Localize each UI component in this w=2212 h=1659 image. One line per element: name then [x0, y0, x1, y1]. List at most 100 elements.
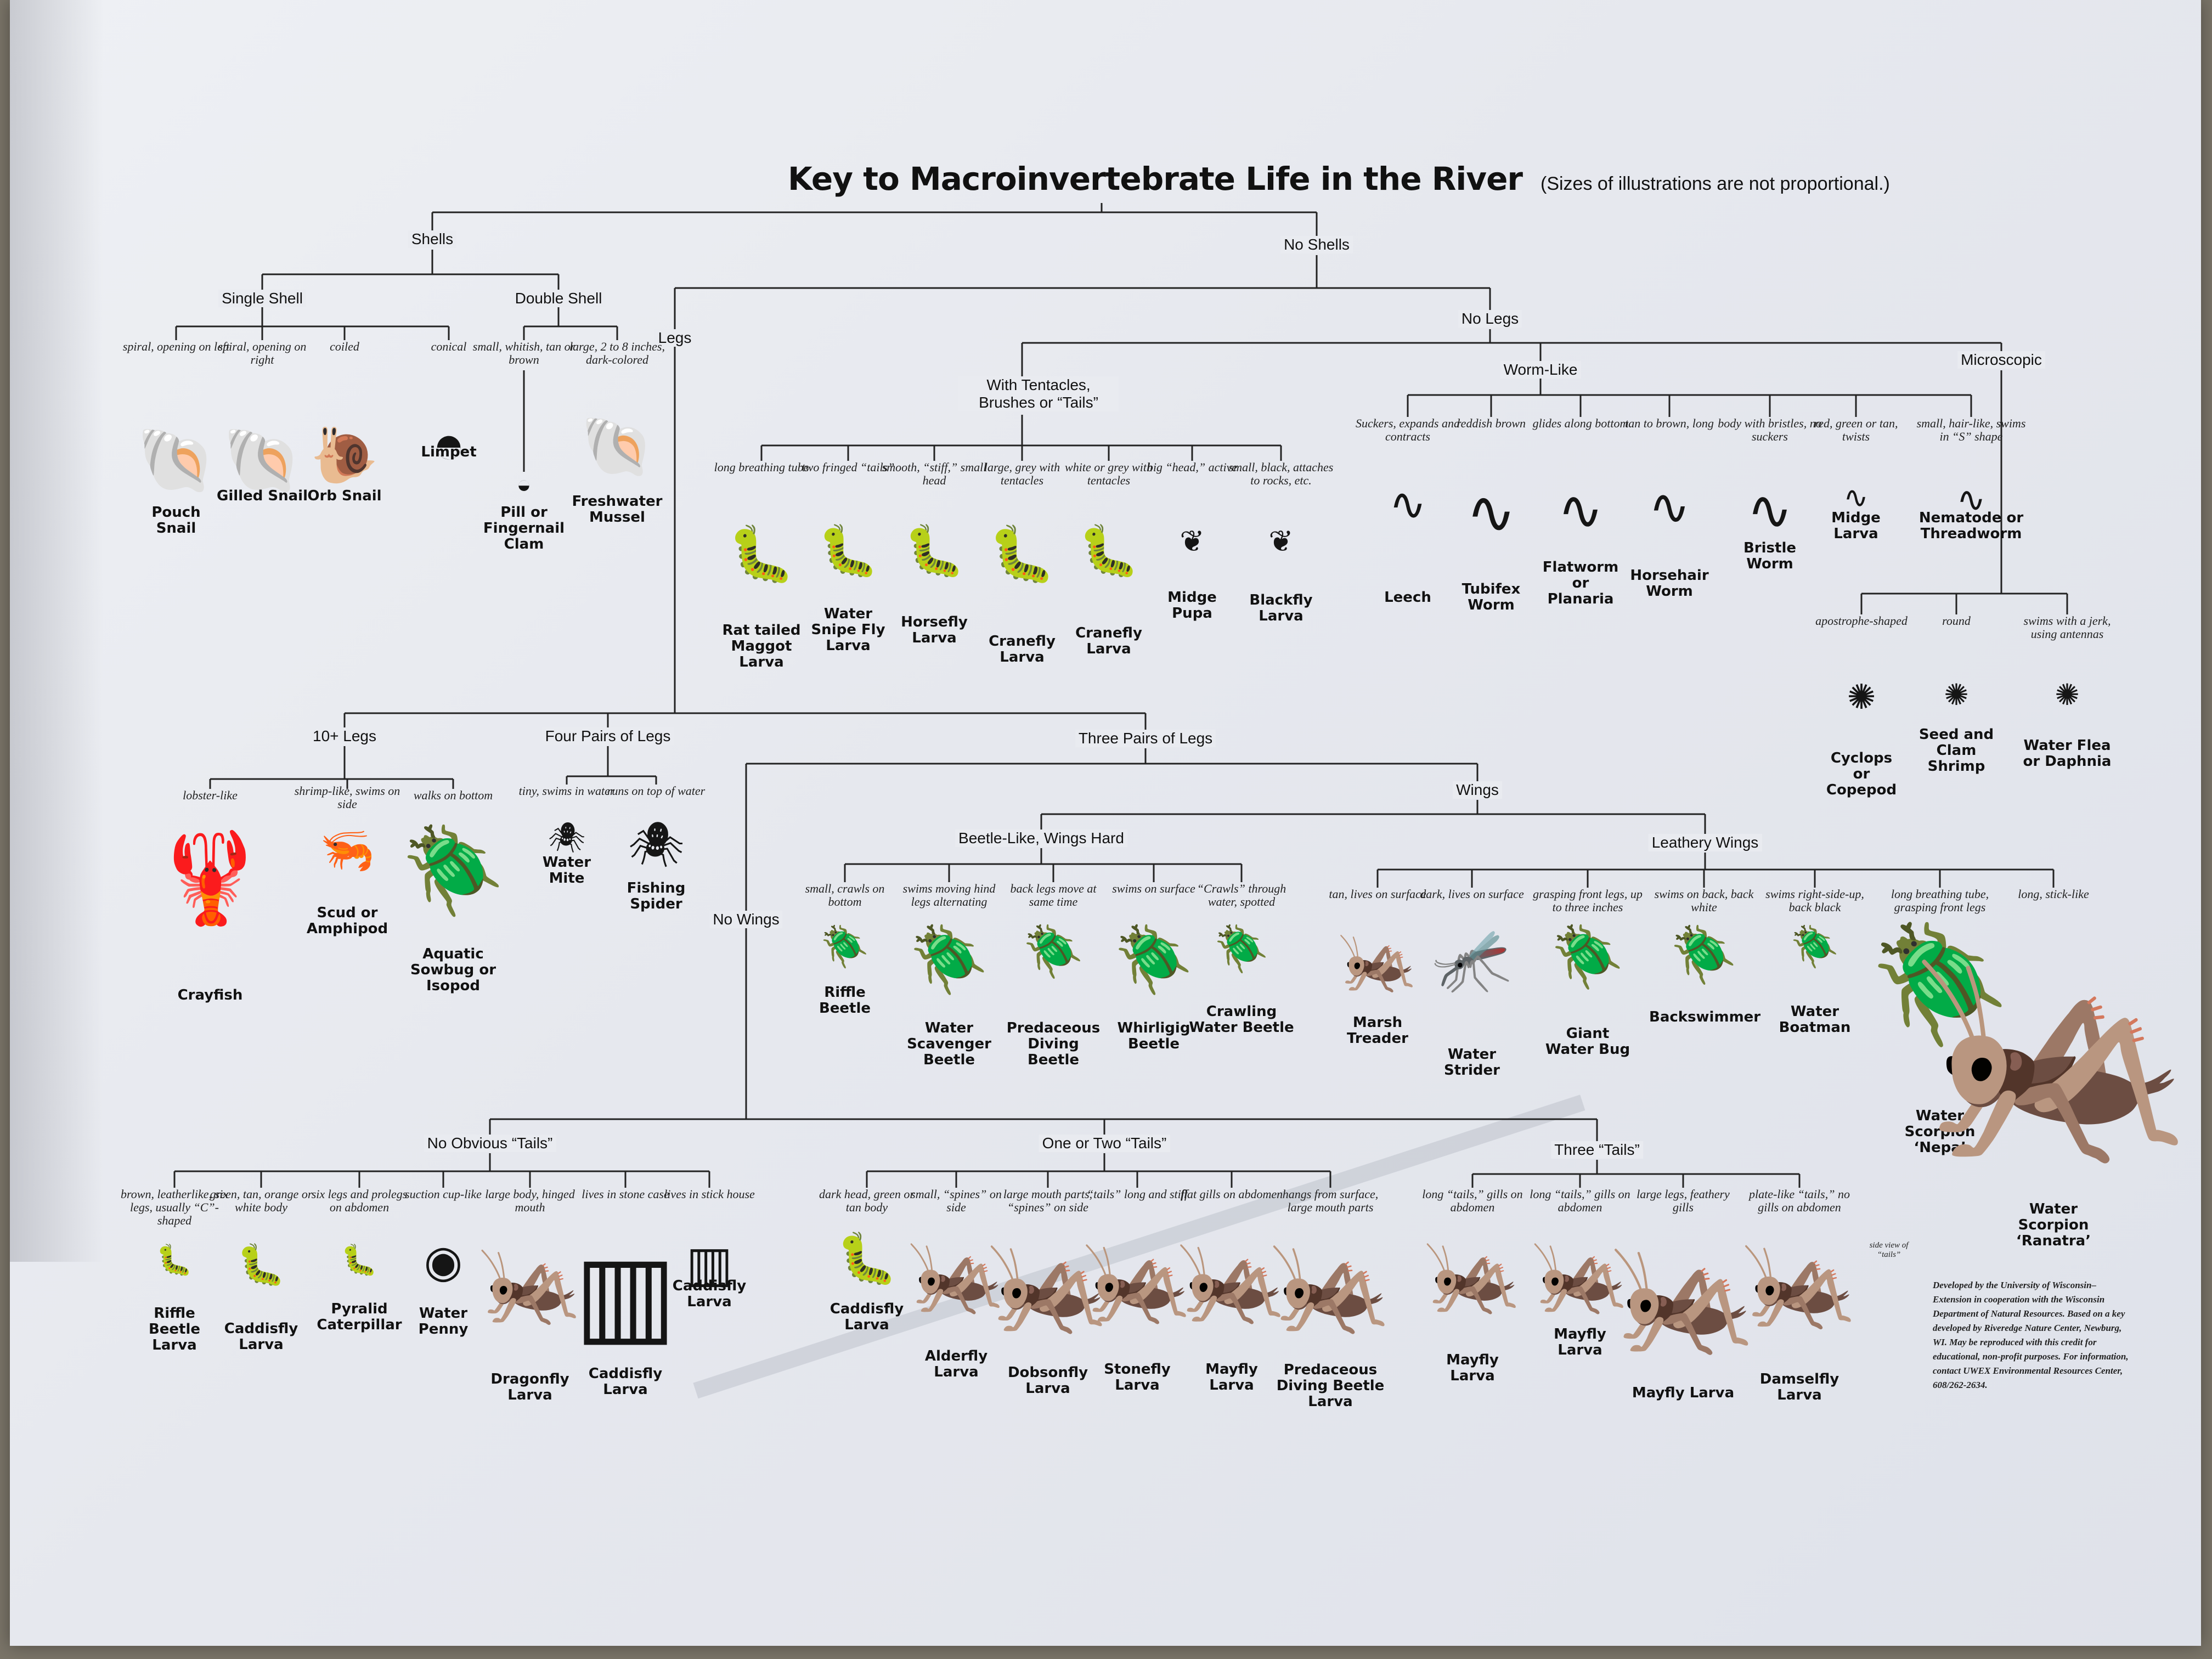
organism-name: Midge Pupa: [1167, 589, 1217, 622]
organism-description: two fringed “tails”: [802, 460, 895, 474]
organism-description: small, “spines” on side: [911, 1187, 1002, 1214]
organism-name: Stonefly Larva: [1104, 1361, 1171, 1393]
organism-description: long breathing tube, grasping front legs: [1891, 887, 1989, 914]
branch-single-shell: Single Shell: [218, 290, 306, 307]
organism-name: Flatworm or Planaria: [1542, 559, 1619, 607]
organism-name: Pill or Fingernail Clam: [483, 504, 565, 552]
organism-description: “tails” long and stiff: [1087, 1187, 1188, 1201]
organism-description: body with bristles, no suckers: [1718, 416, 1822, 443]
organism-name: Water Scavenger Beetle: [907, 1020, 991, 1068]
branch-shells: Shells: [408, 230, 457, 248]
organism-description: green, tan, orange or white body: [210, 1187, 313, 1214]
organism-name: Blackfly Larva: [1249, 592, 1313, 624]
organism-name: Predaceous Diving Beetle Larva: [1276, 1362, 1385, 1410]
organism-name: Cranefly Larva: [989, 633, 1056, 665]
organism-name: Scud or Amphipod: [306, 905, 388, 937]
worm-icon: ∿: [1843, 481, 1869, 514]
snail-icon: 🐌: [311, 425, 379, 486]
organism-description: round: [1942, 614, 1971, 628]
organism-description: flat gills on abdomen: [1180, 1187, 1283, 1201]
organism-description: long, stick-like: [2018, 887, 2089, 901]
organism-name: Caddisfly Larva: [588, 1365, 663, 1398]
organism-name: Water Boatman: [1779, 1003, 1851, 1036]
key-poster: Key to Macroinvertebrate Life in the Riv…: [10, 0, 2201, 1646]
nymph-icon: 🦗: [1268, 1228, 1392, 1339]
organism-description: swims moving hind legs alternating: [902, 882, 996, 909]
tiny-icon: ✺: [2055, 679, 2080, 712]
organism-name: Gilled Snail: [217, 488, 308, 504]
organism-description: white or grey with tentacles: [1065, 460, 1153, 487]
organism-description: “Crawls” through water, spotted: [1197, 882, 1286, 909]
larva-icon: 🐛: [727, 523, 795, 584]
worm-icon: ∿: [1747, 479, 1793, 540]
organism-description: tiny, swims in water: [518, 784, 615, 798]
branch-no-tails: No Obvious “Tails”: [424, 1135, 556, 1152]
nymph-icon: 🦗: [1082, 1229, 1193, 1328]
organism-description: long “tails,” gills on abdomen: [1530, 1187, 1630, 1214]
organism-description: reddish brown: [1456, 416, 1526, 430]
stick-icon: 🦗: [1338, 923, 1418, 995]
organism-name: Limpet: [421, 444, 477, 460]
organism-description: swims on back, back white: [1654, 887, 1754, 914]
organism-description: brown, leatherlike, six legs, usually “C…: [121, 1187, 228, 1227]
organism-description: big “head,” active: [1147, 460, 1238, 474]
organism-description: large body, hinged mouth: [485, 1187, 575, 1214]
branch-tentacles: With Tentacles, Brushes or “Tails”: [958, 376, 1119, 411]
organism-description: spiral, opening on left: [122, 340, 230, 353]
branch-no-legs: No Legs: [1458, 310, 1522, 328]
organism-name: Crayfish: [177, 987, 243, 1003]
nymph-icon: 🦗: [477, 1235, 583, 1329]
tree-lines: [173, 203, 2068, 1188]
organism-name: Caddisfly Larva: [830, 1301, 904, 1333]
beetle-icon: 🪲: [820, 925, 870, 969]
organism-description: grasping front legs, up to three inches: [1533, 887, 1643, 914]
worm-icon: ∿: [1649, 480, 1690, 535]
organism-name: Water Strider: [1444, 1046, 1500, 1079]
bug-icon: 🪲: [1670, 924, 1738, 985]
branch-microscopic: Microscopic: [1957, 351, 2045, 369]
worm-icon: ∿: [1956, 481, 1986, 519]
organism-description: Suckers, expands and contracts: [1355, 416, 1460, 443]
pupa-icon: ❦: [1180, 525, 1205, 558]
organism-name: Caddisfly Larva: [224, 1321, 298, 1353]
credit-text: Developed by the University of Wisconsin…: [1933, 1280, 2129, 1390]
organism-description: lives in stone case: [582, 1187, 669, 1201]
organism-description: dark head, green or tan body: [819, 1187, 915, 1214]
organism-name: Leech: [1384, 589, 1431, 606]
beetle-icon: 🪲: [909, 923, 989, 995]
organism-name: Water Penny: [418, 1305, 469, 1338]
organism-description: spiral, opening on right: [218, 340, 307, 366]
organism-description: swims on surface: [1112, 882, 1195, 895]
organism-name: Marsh Treader: [1347, 1014, 1408, 1047]
bug-icon: 🪲: [1869, 921, 2011, 1047]
organism-name: Tubifex Worm: [1462, 581, 1521, 613]
nymph-icon: 🦗: [1609, 1227, 1757, 1360]
organism-name: Predaceous Diving Beetle: [1006, 1020, 1101, 1068]
organism-description: small, hair-like, swims in “S” shape: [1916, 416, 2026, 443]
organism-description: six legs and prolegs on abdomen: [311, 1187, 408, 1214]
branch-ten-legs: 10+ Legs: [309, 727, 380, 745]
organism-name: Nematode or Threadworm: [1918, 510, 2024, 542]
branch-three-tails: Three “Tails”: [1551, 1141, 1643, 1159]
organism-description: suction cup-like: [405, 1187, 482, 1201]
bug-icon: 🪲: [400, 823, 506, 917]
organism-name: Horsehair Worm: [1630, 567, 1709, 600]
organism-description: plate-like “tails,” no gills on abdomen: [1749, 1187, 1850, 1214]
organism-name: Riffle Beetle Larva: [148, 1305, 201, 1353]
mussel-icon: 🐚: [580, 413, 654, 479]
spider-icon: 🕷: [628, 820, 685, 870]
branch-four-pairs: Four Pairs of Legs: [541, 727, 674, 745]
beetle-icon: 🪲: [1214, 924, 1269, 974]
larva-icon: 🐛: [988, 523, 1056, 584]
larva-icon: 🐛: [341, 1244, 378, 1277]
branch-three-pairs: Three Pairs of Legs: [1075, 730, 1216, 747]
organism-name: Horsefly Larva: [901, 614, 968, 646]
organism-name: Giant Water Bug: [1545, 1025, 1630, 1058]
organism-name: Water Scorpion ‘Nepa’: [1904, 1108, 1976, 1156]
organism-description: walks on bottom: [413, 788, 493, 802]
organism-description: large mouth parts, “spines” on side: [1003, 1187, 1093, 1214]
tiny-icon: ✺: [1847, 678, 1876, 716]
shell-icon: 🐚: [222, 424, 302, 496]
nymph-icon: 🦗: [907, 1229, 1006, 1318]
side-view-note: side view of “tails”: [1869, 1241, 1909, 1259]
